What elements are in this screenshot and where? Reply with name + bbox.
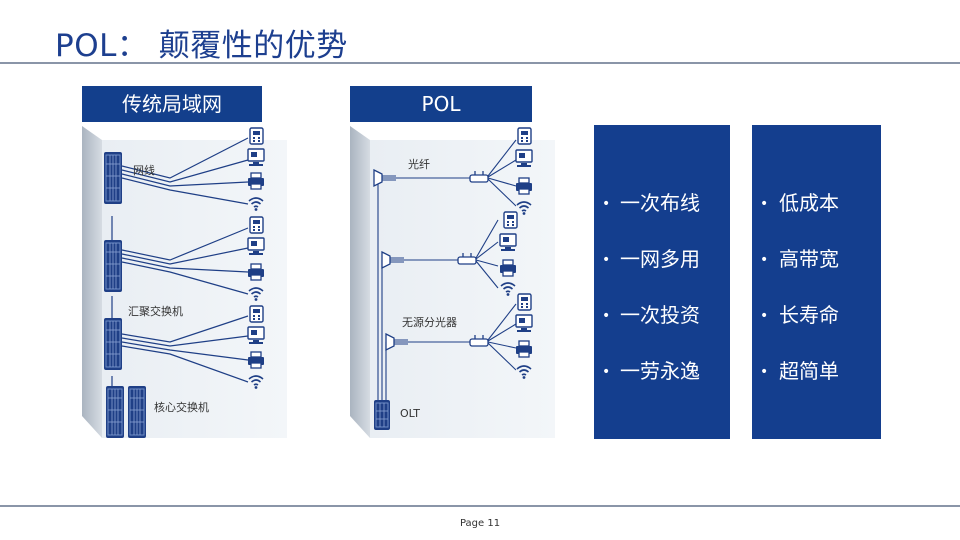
traditional-lan-diagram: 网线 汇聚交换机 核心交换机: [80, 120, 290, 444]
phone-icon: [517, 127, 532, 145]
splitter-label: 无源分光器: [402, 315, 457, 329]
traditional-lan-header: 传统局域网: [82, 86, 262, 122]
printer-icon: [515, 340, 533, 358]
advantage-item: •长寿命: [760, 303, 839, 327]
advantage-item: •高带宽: [760, 247, 839, 271]
pol-diagram: 光纤 无源分光器 OLT: [348, 120, 558, 444]
slide-title: POL： 颠覆性的优势: [55, 28, 348, 64]
core-switch-icon: [127, 385, 147, 439]
phone-icon: [503, 211, 518, 229]
access-switch-icon: [103, 151, 123, 205]
phone-icon: [249, 216, 264, 234]
cable-label: 网线: [133, 163, 155, 177]
aggregation-switch-icon: [103, 317, 123, 371]
core-switch-icon: [105, 385, 125, 439]
fiber-label: 光纤: [408, 157, 430, 171]
rack-floor-4: [350, 346, 555, 438]
advantage-item: •低成本: [760, 191, 839, 215]
phone-icon: [249, 305, 264, 323]
rack-floor-3: [350, 276, 555, 372]
footer-divider: [0, 505, 960, 507]
printer-icon: [499, 259, 517, 277]
printer-icon: [515, 177, 533, 195]
olt-icon: [374, 400, 390, 430]
phone-icon: [249, 127, 264, 145]
page-number: Page 11: [459, 518, 501, 529]
advantages-panel-right: •低成本 •高带宽 •长寿命 •超简单: [752, 125, 881, 439]
olt-label: OLT: [400, 407, 420, 420]
printer-icon: [247, 263, 265, 281]
printer-icon: [247, 172, 265, 190]
access-switch-icon: [103, 239, 123, 293]
advantages-panel-left: •一次布线 •一网多用 •一次投资 •一劳永逸: [594, 125, 730, 439]
advantage-item: •一劳永逸: [602, 359, 700, 383]
phone-icon: [517, 293, 532, 311]
printer-icon: [247, 351, 265, 369]
aggregation-switch-label: 汇聚交换机: [128, 304, 183, 318]
advantage-item: •一次布线: [602, 191, 700, 215]
core-switch-label: 核心交换机: [154, 400, 209, 414]
advantage-item: •超简单: [760, 359, 839, 383]
advantage-item: •一次投资: [602, 303, 700, 327]
pol-header: POL: [350, 86, 532, 122]
title-divider: [0, 62, 960, 64]
advantage-item: •一网多用: [602, 247, 700, 271]
